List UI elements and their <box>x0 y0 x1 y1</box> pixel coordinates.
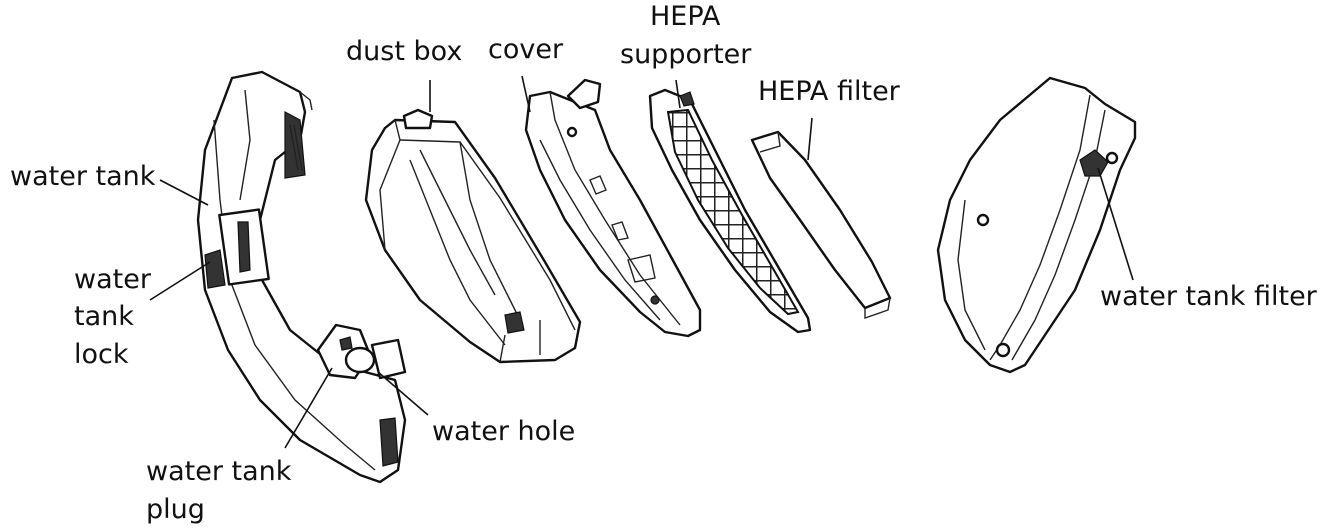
leader-hepa-supporter <box>675 79 681 109</box>
label-hepa-supporter-line1: HEPA <box>650 1 721 32</box>
water-tank-rear-part <box>936 76 1137 374</box>
leader-water-tank <box>159 179 209 206</box>
leader-lines <box>149 75 1134 449</box>
leader-hepa-filter <box>807 117 813 161</box>
label-water-tank-lock-line2: tank <box>74 301 134 332</box>
leader-water-tank-plug <box>284 367 333 449</box>
label-water-tank-plug-line1: water tank <box>146 456 292 487</box>
leader-water-tank-lock <box>149 261 211 301</box>
hepa-filter-part <box>750 130 892 319</box>
label-water-tank-plug-line2: plug <box>146 494 205 525</box>
label-water-tank-filter: water tank filter <box>1100 281 1318 312</box>
hepa-supporter-part <box>648 88 812 334</box>
label-water-tank: water tank <box>10 161 156 192</box>
cover-part <box>524 78 702 338</box>
label-hepa-filter: HEPA filter <box>758 76 901 107</box>
leader-water-hole <box>377 371 429 416</box>
leader-water-tank-filter <box>1097 167 1134 281</box>
water-tank-part <box>196 70 407 484</box>
label-dust-box: dust box <box>346 36 462 67</box>
label-water-tank-lock-line1: water <box>74 264 152 295</box>
label-cover: cover <box>488 34 564 65</box>
label-water-tank-lock-line3: lock <box>74 339 129 370</box>
label-hepa-supporter-line2: supporter <box>620 39 752 70</box>
label-water-hole: water hole <box>432 416 575 447</box>
leader-cover <box>521 75 531 113</box>
dust-box-part <box>364 108 582 364</box>
